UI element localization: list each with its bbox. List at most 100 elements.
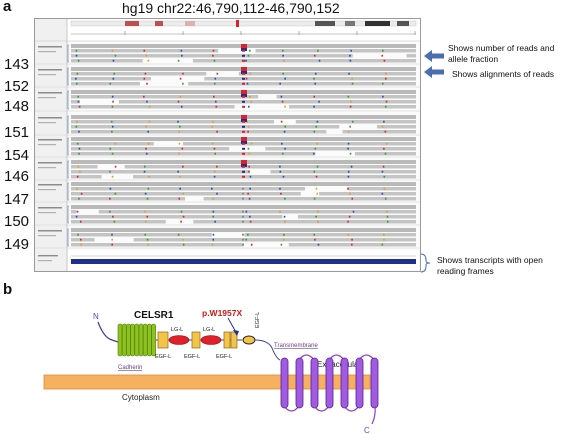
mismatch-dot (350, 165, 353, 168)
mismatch-dot (143, 95, 145, 98)
c-terminus-label: C (364, 426, 370, 434)
coverage-track (71, 182, 416, 186)
mismatch-dot (75, 125, 78, 128)
cadherin-repeat (117, 323, 123, 357)
mismatch-dot (349, 100, 352, 103)
mismatch-dot (316, 192, 319, 195)
mismatch-dot (385, 72, 387, 75)
read-gap (76, 210, 99, 214)
mismatch-dot (216, 72, 219, 75)
sample-track (68, 204, 419, 225)
track-bracket (67, 228, 69, 247)
track-name-text (38, 162, 62, 164)
mismatch-dot (79, 220, 82, 223)
variant-coverage-red (241, 67, 247, 71)
track-bracket (67, 160, 69, 179)
ideogram-band (397, 21, 409, 26)
mismatch-dot (182, 215, 185, 218)
mismatch-dot (114, 142, 117, 145)
transcript-bar (71, 259, 416, 264)
reference-mark (242, 233, 244, 236)
variant-read-mark (242, 152, 245, 155)
variant-coverage-blue (241, 164, 247, 167)
egf-domain-4 (242, 335, 256, 345)
mismatch-dot (180, 220, 182, 223)
track-name-text (38, 97, 56, 99)
mismatch-dot (279, 210, 281, 213)
mismatch-dot (248, 152, 251, 155)
mismatch-dot (383, 147, 385, 150)
cadherin-repeat (130, 323, 135, 357)
variant-coverage-red (241, 160, 247, 164)
mismatch-dot (313, 77, 315, 80)
mismatch-dot (349, 192, 351, 195)
mismatch-dot (111, 105, 114, 108)
transmembrane-helix (310, 357, 319, 409)
mismatch-dot (111, 175, 114, 178)
mismatch-dot (386, 220, 389, 223)
mismatch-dot (75, 49, 78, 52)
track-bracket (67, 44, 69, 63)
reference-mark (242, 243, 244, 246)
mismatch-dot (351, 77, 353, 80)
mismatch-dot (283, 233, 285, 236)
track-name-text (38, 139, 62, 141)
reference-mark (242, 192, 244, 195)
mismatch-dot (314, 72, 317, 75)
mismatch-dot (279, 165, 281, 168)
mutation-label: p.W1957X (202, 308, 242, 318)
mismatch-dot (317, 49, 319, 52)
track-bracket (67, 205, 69, 224)
mismatch-dot (109, 197, 111, 200)
lgl-label-2: LG-L (203, 327, 215, 333)
read-gap (326, 130, 343, 134)
mismatch-dot (144, 233, 147, 236)
read-gap (185, 197, 204, 201)
track-bracket (67, 90, 69, 110)
mismatch-dot (77, 95, 80, 98)
variant-coverage-blue (241, 94, 247, 97)
mismatch-dot (318, 100, 320, 103)
mismatch-dot (384, 197, 387, 200)
mismatch-dot (181, 147, 184, 150)
mismatch-dot (148, 105, 151, 108)
variant-read-mark (242, 82, 245, 85)
variant-coverage-red (241, 44, 247, 48)
mismatch-dot (313, 54, 316, 57)
read-gap (211, 233, 245, 237)
mismatch-dot (147, 243, 149, 246)
mismatch-dot (382, 49, 384, 52)
mismatch-dot (178, 125, 181, 128)
genome-browser-view (34, 18, 421, 272)
cell-membrane (43, 374, 371, 390)
mismatch-dot (213, 147, 216, 150)
reference-mark (242, 215, 244, 218)
mismatch-dot (249, 215, 251, 218)
mismatch-dot (317, 210, 319, 213)
mismatch-dot (352, 210, 355, 213)
mismatch-dot (216, 130, 218, 133)
mismatch-dot (111, 130, 113, 133)
read-gap (79, 100, 119, 104)
read-gap (243, 243, 289, 247)
mismatch-dot (114, 54, 117, 57)
mismatch-dot (147, 142, 150, 145)
egf-domain-1 (157, 331, 169, 349)
mismatch-dot (109, 147, 112, 150)
mismatch-dot (147, 59, 150, 62)
track-name-text (38, 92, 62, 94)
mismatch-dot (385, 142, 388, 145)
mismatch-dot (76, 210, 79, 213)
read-gap (97, 165, 125, 169)
mismatch-dot (76, 187, 78, 190)
mismatch-dot (248, 105, 250, 108)
mismatch-dot (381, 54, 384, 57)
mismatch-dot (280, 192, 282, 195)
mismatch-dot (347, 147, 349, 150)
lgl-domain-1 (168, 335, 190, 345)
read-gap (153, 142, 183, 146)
read-gap (249, 170, 271, 174)
mismatch-dot (143, 170, 146, 173)
mismatch-dot (284, 197, 286, 200)
mismatch-dot (212, 120, 214, 123)
